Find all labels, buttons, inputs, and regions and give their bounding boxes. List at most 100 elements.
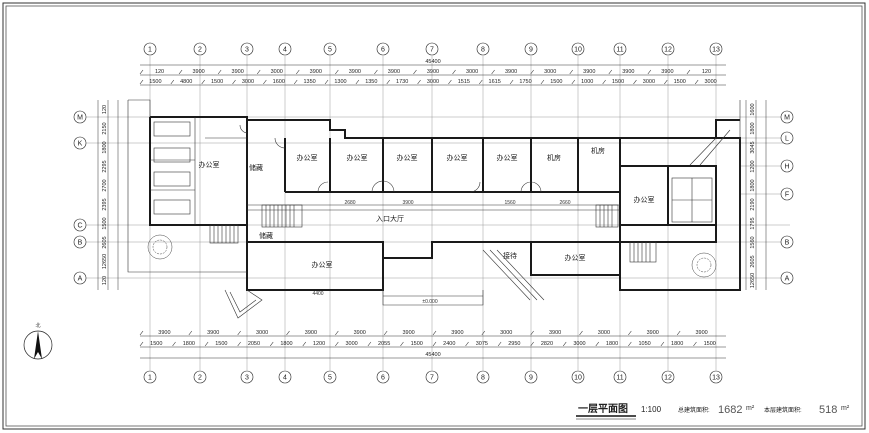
row-axis-bubble: [780, 131, 794, 145]
dimension-tick: [178, 69, 183, 75]
column-axis-label: 4: [283, 47, 287, 54]
right-dimension-chain: [745, 100, 767, 290]
dimension-tick: [204, 341, 209, 347]
dimension-label: 3900: [310, 69, 322, 75]
dimension-label: 3075: [476, 341, 488, 347]
column-axis-label: 5: [328, 375, 332, 382]
dimension-tick: [693, 341, 697, 347]
side-dimension-label: 1800: [750, 122, 756, 134]
dimension-tick: [509, 79, 514, 85]
dimension-label: 3900: [192, 69, 204, 75]
dimension-label: 3000: [704, 79, 716, 85]
dimension-label: 1500: [211, 79, 223, 85]
dimension-tick: [286, 330, 290, 336]
dimension-tick: [465, 341, 469, 347]
dimension-tick: [232, 79, 236, 85]
inner-dim-2680: 2680: [344, 200, 355, 206]
dimension-tick: [569, 69, 573, 75]
dimension-tick: [355, 79, 360, 85]
dimension-label: 1500: [149, 79, 161, 85]
total-area-label: 总建筑面积:: [678, 406, 710, 414]
column-axis-bubble: [193, 370, 207, 384]
side-dimension-label: 3045: [750, 141, 756, 153]
dimension-tick: [540, 79, 545, 85]
dimension-label: 1800: [183, 341, 195, 347]
column-axis-label: 7: [430, 375, 434, 382]
dimension-label: 120: [155, 69, 164, 75]
row-axis-label: M: [784, 115, 790, 122]
dimension-label: 3000: [643, 79, 655, 85]
row-axis-bubble: [73, 110, 87, 124]
column-axis-bubble: [376, 370, 390, 384]
dimension-tick: [367, 341, 372, 347]
dimension-label: 1500: [674, 79, 686, 85]
dimension-label: 1730: [396, 79, 408, 85]
column-axis-bubble: [240, 42, 254, 56]
side-dimension-label: 2395: [102, 198, 108, 210]
dimension-label: 3000: [466, 69, 478, 75]
side-dimension-label: 2295: [102, 160, 108, 172]
dimension-tick: [571, 79, 576, 85]
dimension-tick: [595, 341, 600, 347]
dimension-label: 1050: [638, 341, 650, 347]
row-axis-label: C: [77, 223, 82, 230]
dimension-tick: [452, 69, 456, 75]
dimension-label: 2055: [378, 341, 390, 347]
dimension-label: 1500: [612, 79, 624, 85]
building-walls: [149, 116, 741, 291]
column-axis-bubble: [240, 370, 254, 384]
row-axis-bubble: [73, 136, 87, 150]
dimension-label: 3900: [695, 330, 707, 336]
dimension-label: 3900: [158, 330, 170, 336]
dimension-label: 3900: [305, 330, 317, 336]
dimension-tick: [432, 341, 437, 347]
dimension-tick: [139, 79, 144, 85]
north-arrow: 北: [23, 322, 53, 360]
dimension-tick: [139, 330, 144, 336]
row-axis-bubble: [73, 218, 87, 232]
floor-area-value: 518: [819, 404, 837, 416]
column-axis-label: 9: [529, 375, 533, 382]
side-dimension-label: 2190: [750, 198, 756, 210]
column-axis-bubble: [425, 370, 439, 384]
dimension-label: 3900: [232, 69, 244, 75]
dimension-label: 3000: [598, 330, 610, 336]
dimension-label: 3900: [427, 69, 439, 75]
column-axis-bubble: [661, 42, 675, 56]
inner-dim-3900: 3900: [402, 200, 413, 206]
column-axis-bubble: [571, 42, 585, 56]
dimension-label: 1000: [581, 79, 593, 85]
dimension-tick: [139, 341, 144, 347]
dimension-tick: [237, 341, 241, 347]
dimension-label: 3000: [345, 341, 357, 347]
room-machine-2: 机房: [591, 146, 605, 155]
drawing-frame-inner: [5, 5, 863, 427]
dimension-tick: [530, 330, 534, 336]
dimension-tick: [432, 330, 437, 336]
row-axis-label: A: [785, 276, 790, 283]
side-dimension-label: 1800: [750, 179, 756, 191]
dimension-tick: [302, 341, 307, 347]
dimension-tick: [172, 341, 176, 347]
dimension-tick: [628, 330, 632, 336]
column-axis-bubble: [476, 370, 490, 384]
dimension-tick: [170, 79, 175, 85]
row-axis-label: L: [785, 136, 789, 143]
row-axis-bubble: [780, 159, 794, 173]
row-axis-label: K: [78, 141, 83, 148]
dimension-label: 3900: [583, 69, 595, 75]
column-axis-label: 6: [381, 47, 385, 54]
column-axis-bubble: [323, 42, 337, 56]
side-dimension-label: 1795: [750, 217, 756, 229]
column-axis-label: 8: [481, 375, 485, 382]
right-dim-labels: 1600180030451200180021901795156026051265…: [750, 103, 756, 288]
dimension-tick: [335, 69, 339, 75]
side-dimension-label: 2605: [102, 236, 108, 248]
column-axis-label: 1: [148, 375, 152, 382]
column-axis-label: 7: [430, 47, 434, 54]
